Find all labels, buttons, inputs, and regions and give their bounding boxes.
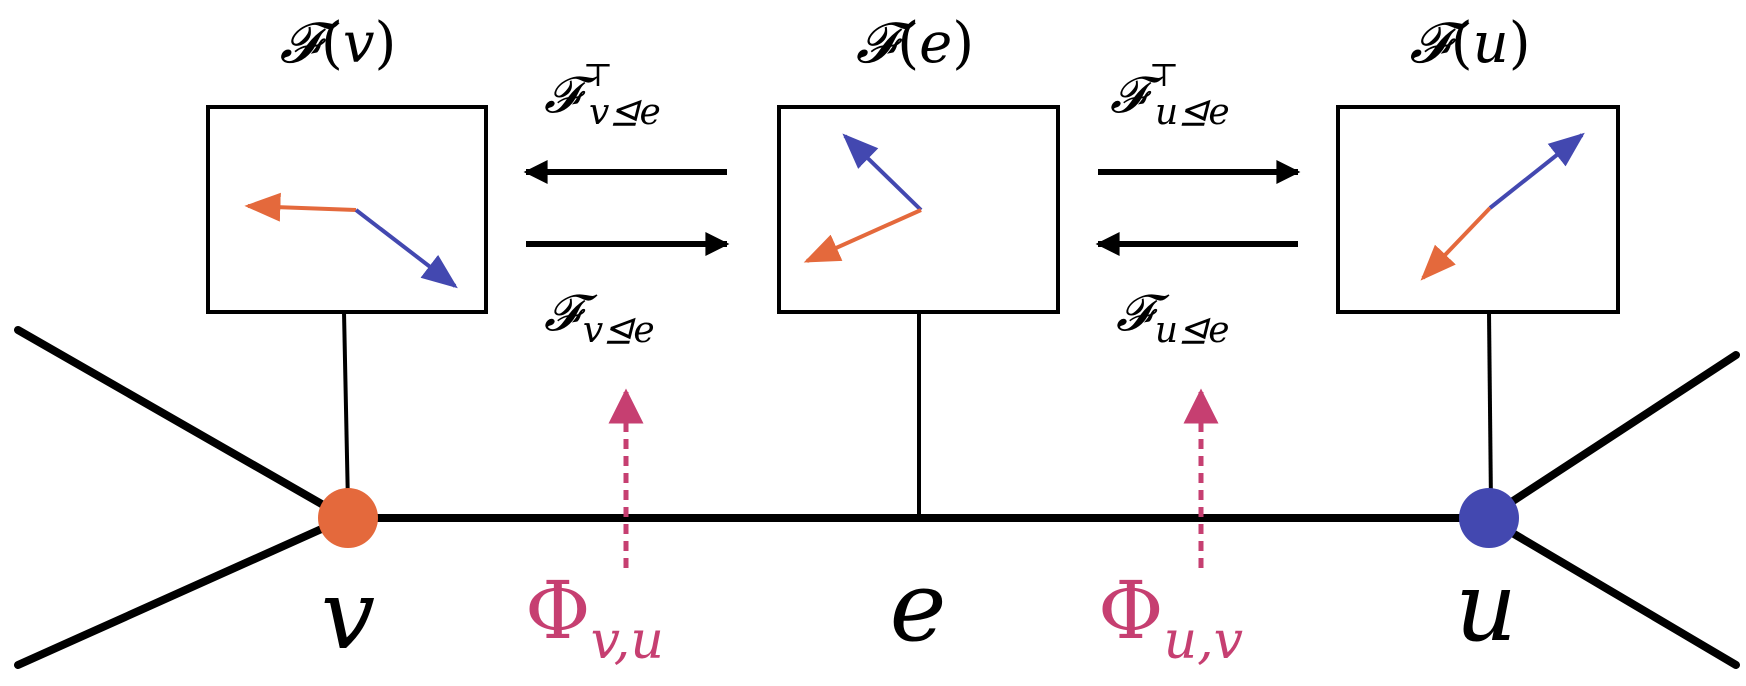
stalk-boxes — [206, 105, 1620, 314]
edge-left-upper — [14, 326, 350, 522]
restriction-arrows — [523, 160, 1301, 256]
vector-e-blue — [842, 133, 923, 212]
map-label-v: 𝓕v⊴e — [544, 284, 655, 351]
vector-u-orange — [1420, 206, 1492, 281]
map-label-u-transpose: 𝓕⊤u⊴e — [1110, 56, 1230, 133]
vector-v-blue — [354, 208, 458, 289]
stalk-label-e: 𝓕(e) — [856, 11, 974, 76]
node-u — [1459, 488, 1519, 548]
edge-label-e: e — [890, 551, 947, 663]
graph-edges — [14, 326, 1740, 669]
transport-arrows — [608, 388, 1219, 568]
connector-u — [1487, 311, 1493, 506]
node-label-v: v — [321, 559, 375, 671]
vector-v-orange — [244, 192, 357, 222]
map-label-v-transpose: 𝓕⊤v⊴e — [544, 56, 661, 133]
node-v — [318, 488, 378, 548]
edge-right-upper — [1483, 351, 1740, 522]
map-label-u: 𝓕u⊴e — [1116, 284, 1230, 351]
vector-e-orange — [803, 208, 922, 263]
transport-label-vu: Φv,u — [525, 564, 664, 671]
transport-label-uv: Φu,v — [1098, 564, 1243, 671]
edge-right-lower — [1483, 514, 1740, 669]
vector-u-blue — [1488, 132, 1585, 210]
node-label-u: u — [1455, 551, 1517, 663]
stalk-connectors — [342, 311, 1493, 515]
connector-v — [342, 311, 350, 506]
stalk-label-v: 𝓕(v) — [280, 11, 397, 76]
stalk-label-u: 𝓕(u) — [1409, 11, 1530, 76]
edge-left-lower — [14, 514, 350, 669]
stalk-vectors — [244, 132, 1585, 289]
